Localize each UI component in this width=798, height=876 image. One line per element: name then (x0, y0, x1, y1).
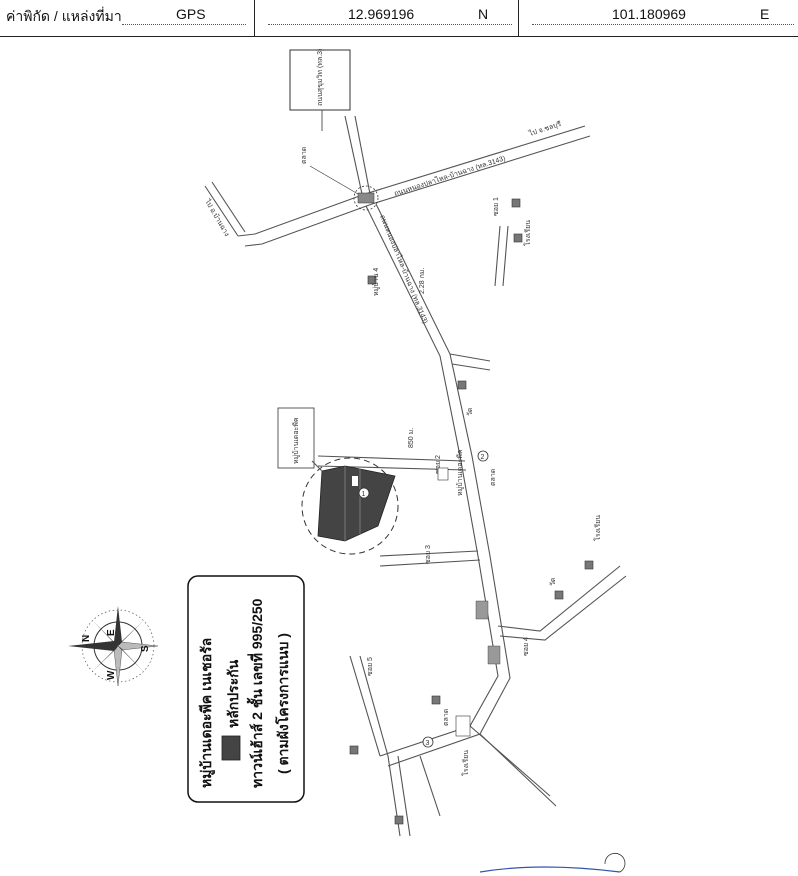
soi-1-label: ซอย 1 (493, 197, 500, 216)
building-icon (349, 745, 359, 755)
building-icon (513, 233, 523, 243)
location-map: ถนนสุขุมวิท (ทล.3) ถนนหนองปลาไหล-บ้านฉาง… (0, 36, 798, 876)
school-label: โรงเรียน (523, 220, 532, 246)
top-road-box (289, 49, 351, 111)
legend-collateral-swatch (221, 735, 241, 761)
school-label-2: โรงเรียน (593, 515, 602, 541)
school-label-3: โรงเรียน (461, 750, 470, 776)
legend-note: ( ตามผังโครงการแนบ ) (274, 633, 291, 774)
dotted-underline (268, 24, 512, 25)
longitude-value: 101.180969 (612, 6, 686, 22)
dotted-underline (532, 24, 794, 25)
subject-marker (358, 487, 370, 499)
building-icon (431, 695, 441, 705)
soi-2-label: ซอย 2 (435, 455, 442, 474)
legend-box: หมู่บ้านเดอะพีค เนเชอรัล หลักประกัน ทาวน… (187, 575, 305, 803)
intersection-marker (353, 185, 379, 211)
road-upper-diagonal-a (237, 125, 586, 237)
subject-area-circle (301, 457, 399, 555)
road-upper-diagonal-b (244, 135, 591, 247)
soi-4-label: ซอย 4 (523, 637, 530, 656)
landmark-2-marker (477, 450, 489, 462)
latitude-direction: N (478, 6, 489, 22)
project-box-label: หมู่บ้านเดอะพีค (292, 417, 300, 464)
longitude-direction: E (760, 6, 770, 22)
landmark-3-marker (422, 736, 434, 748)
header-divider (254, 0, 255, 36)
soi-3-label: ซอย 3 (425, 545, 432, 564)
map-drawing: ถนนสุขุมวิท (ทล.3) ถนนหนองปลาไหล-บ้านฉาง… (68, 49, 627, 873)
building-icon (457, 380, 467, 390)
intersection-label: ตลาด (301, 147, 308, 164)
landmark-2-number: 2 (481, 454, 485, 461)
compass-west: W (106, 670, 117, 680)
market-label: ตลาด (490, 469, 497, 486)
dotted-underline (122, 24, 246, 25)
to-banchang-label: ไป อ.บ้านฉาง (203, 197, 232, 238)
building-icon (394, 815, 404, 825)
temple-label: วัด (466, 408, 474, 416)
soi-5-label: ซอย 5 (367, 657, 374, 676)
building-icon (584, 560, 594, 570)
header-divider (518, 0, 519, 36)
label-project-road: หมู่บ้านเดอะพีค (456, 449, 464, 496)
legend-title: หมู่บ้านเดอะพีค เนเชอรัล (198, 638, 215, 788)
project-label-box (277, 407, 315, 469)
compass-south: S (140, 645, 151, 652)
legend-collateral-label: หลักประกัน (225, 659, 241, 728)
building-icon (554, 590, 564, 600)
legend-description: ทาวน์เฮ้าส์ 2 ชั้น เลขที่ 995/250 (246, 598, 265, 788)
top-box-label: ถนนสุขุมวิท (ทล.3) (316, 49, 324, 106)
compass-north: N (81, 635, 92, 642)
coordinate-source: GPS (176, 6, 206, 22)
subject-marker-number: 1 (362, 491, 366, 498)
compass-rose: N E S W (68, 606, 159, 687)
coordinate-header: ค่าพิกัด / แหล่งที่มา GPS 12.969196 N 10… (0, 0, 798, 37)
temple-label-2: วัด (549, 578, 557, 586)
village-4-label: หมู่บ้าน 4 (372, 268, 380, 296)
distance-label-2: 850 ม. (408, 428, 415, 448)
building-icon (367, 275, 377, 285)
to-chonburi-label: ไป จ.ชลบุรี (527, 119, 563, 138)
distance-label-1: 2.28 กม. (419, 268, 426, 294)
main-road-label: ถนนหนองปลาไหล-บ้านฉาง (ทล.3143) (393, 153, 507, 198)
landmark-3-number: 3 (426, 740, 430, 747)
compass-east: E (106, 629, 117, 636)
building-icon (511, 198, 521, 208)
market-label-2: ตลาด (443, 709, 450, 726)
latitude-value: 12.969196 (348, 6, 415, 22)
coordinate-label: ค่าพิกัด / แหล่งที่มา (6, 8, 122, 24)
